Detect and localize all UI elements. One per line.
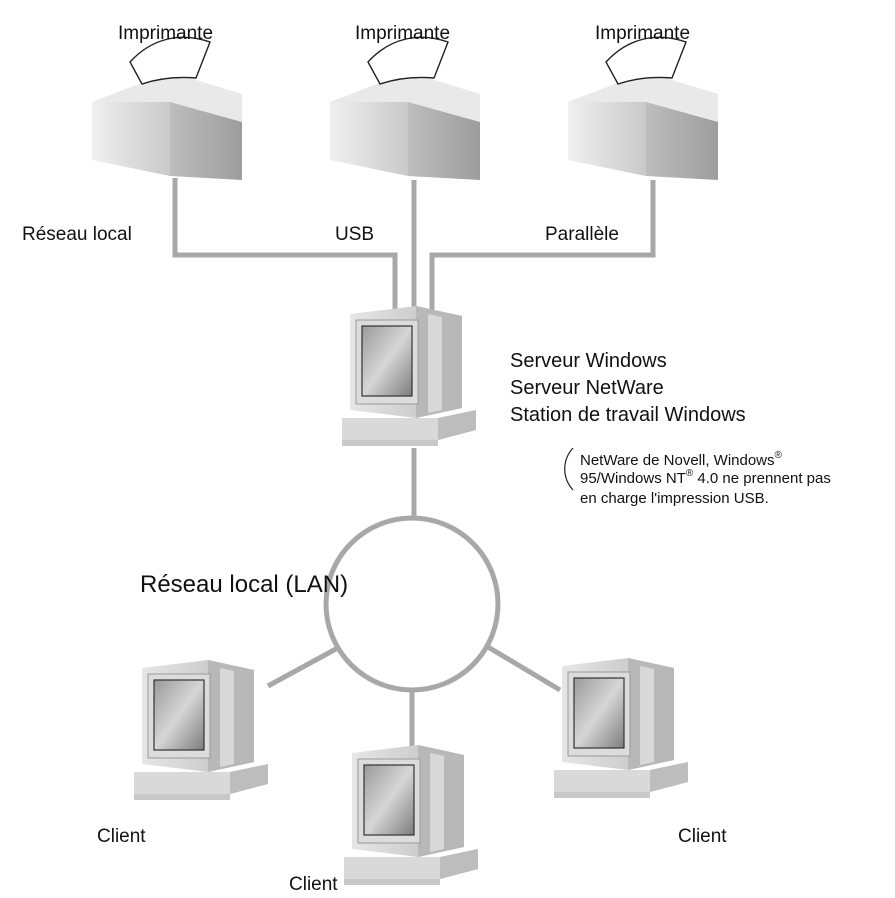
- client-label-center: Client: [289, 874, 338, 895]
- wire-parallel-printer: [429, 180, 656, 310]
- server-label-windows: Serveur Windows: [510, 350, 667, 372]
- printer-icon-right: [567, 36, 719, 181]
- client-computer-icon-center: [343, 744, 479, 886]
- client-computer-icon-left: [133, 659, 269, 801]
- wire-lan-printer: [172, 178, 398, 310]
- printer-icon-center: [329, 36, 481, 181]
- server-label-workstation: Station de travail Windows: [510, 404, 746, 426]
- printer-label-left: Imprimante: [118, 23, 213, 44]
- network-ring: [323, 515, 501, 693]
- client-label-right: Client: [678, 826, 727, 847]
- server-computer-icon: [341, 305, 477, 447]
- connection-label-usb: USB: [335, 224, 374, 245]
- network-label: Réseau local (LAN): [140, 571, 348, 598]
- printer-label-right: Imprimante: [595, 23, 690, 44]
- connection-label-parallel: Parallèle: [545, 224, 619, 245]
- server-label-netware: Serveur NetWare: [510, 377, 664, 399]
- note-line-3: en charge l'impression USB.: [580, 490, 769, 507]
- note-bracket: [564, 447, 574, 491]
- printer-label-center: Imprimante: [355, 23, 450, 44]
- wire-client-left: [266, 641, 347, 689]
- printer-icon-left: [91, 36, 243, 181]
- note-line-1: NetWare de Novell, Windows®: [580, 450, 783, 469]
- client-computer-icon-right: [553, 657, 689, 799]
- connection-label-lan: Réseau local: [22, 224, 132, 245]
- client-label-left: Client: [97, 826, 146, 847]
- wire-client-right: [481, 641, 562, 693]
- note-line-2: 95/Windows NT® 4.0 ne prennent pas: [580, 468, 831, 487]
- wires: [172, 178, 656, 755]
